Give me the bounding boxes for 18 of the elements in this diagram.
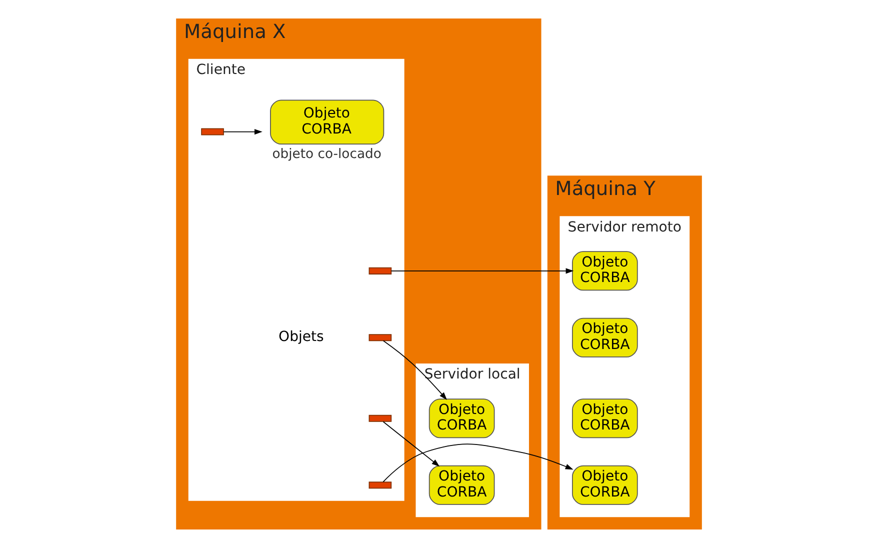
- arrow: [390, 268, 574, 274]
- node-label: objeto co-locado: [272, 147, 381, 162]
- arrow: [222, 129, 262, 135]
- label: Objets: [278, 328, 324, 345]
- node-bar: [368, 482, 392, 489]
- node-bar: [368, 267, 392, 274]
- node-bar: [200, 128, 224, 136]
- node-box: Objeto CORBA: [428, 465, 494, 505]
- node-box: Objeto CORBA: [571, 465, 638, 505]
- node-bar: [368, 414, 392, 422]
- arrow: [382, 340, 447, 400]
- node-bar: [368, 334, 392, 342]
- node-box: Objeto CORBA: [428, 398, 494, 438]
- node-box: Objeto CORBA: [571, 318, 638, 358]
- node-box: Objeto CORBA: [571, 251, 638, 291]
- arrow: [382, 444, 573, 482]
- arrow: [382, 421, 440, 467]
- node-box: Objeto CORBA: [571, 398, 638, 438]
